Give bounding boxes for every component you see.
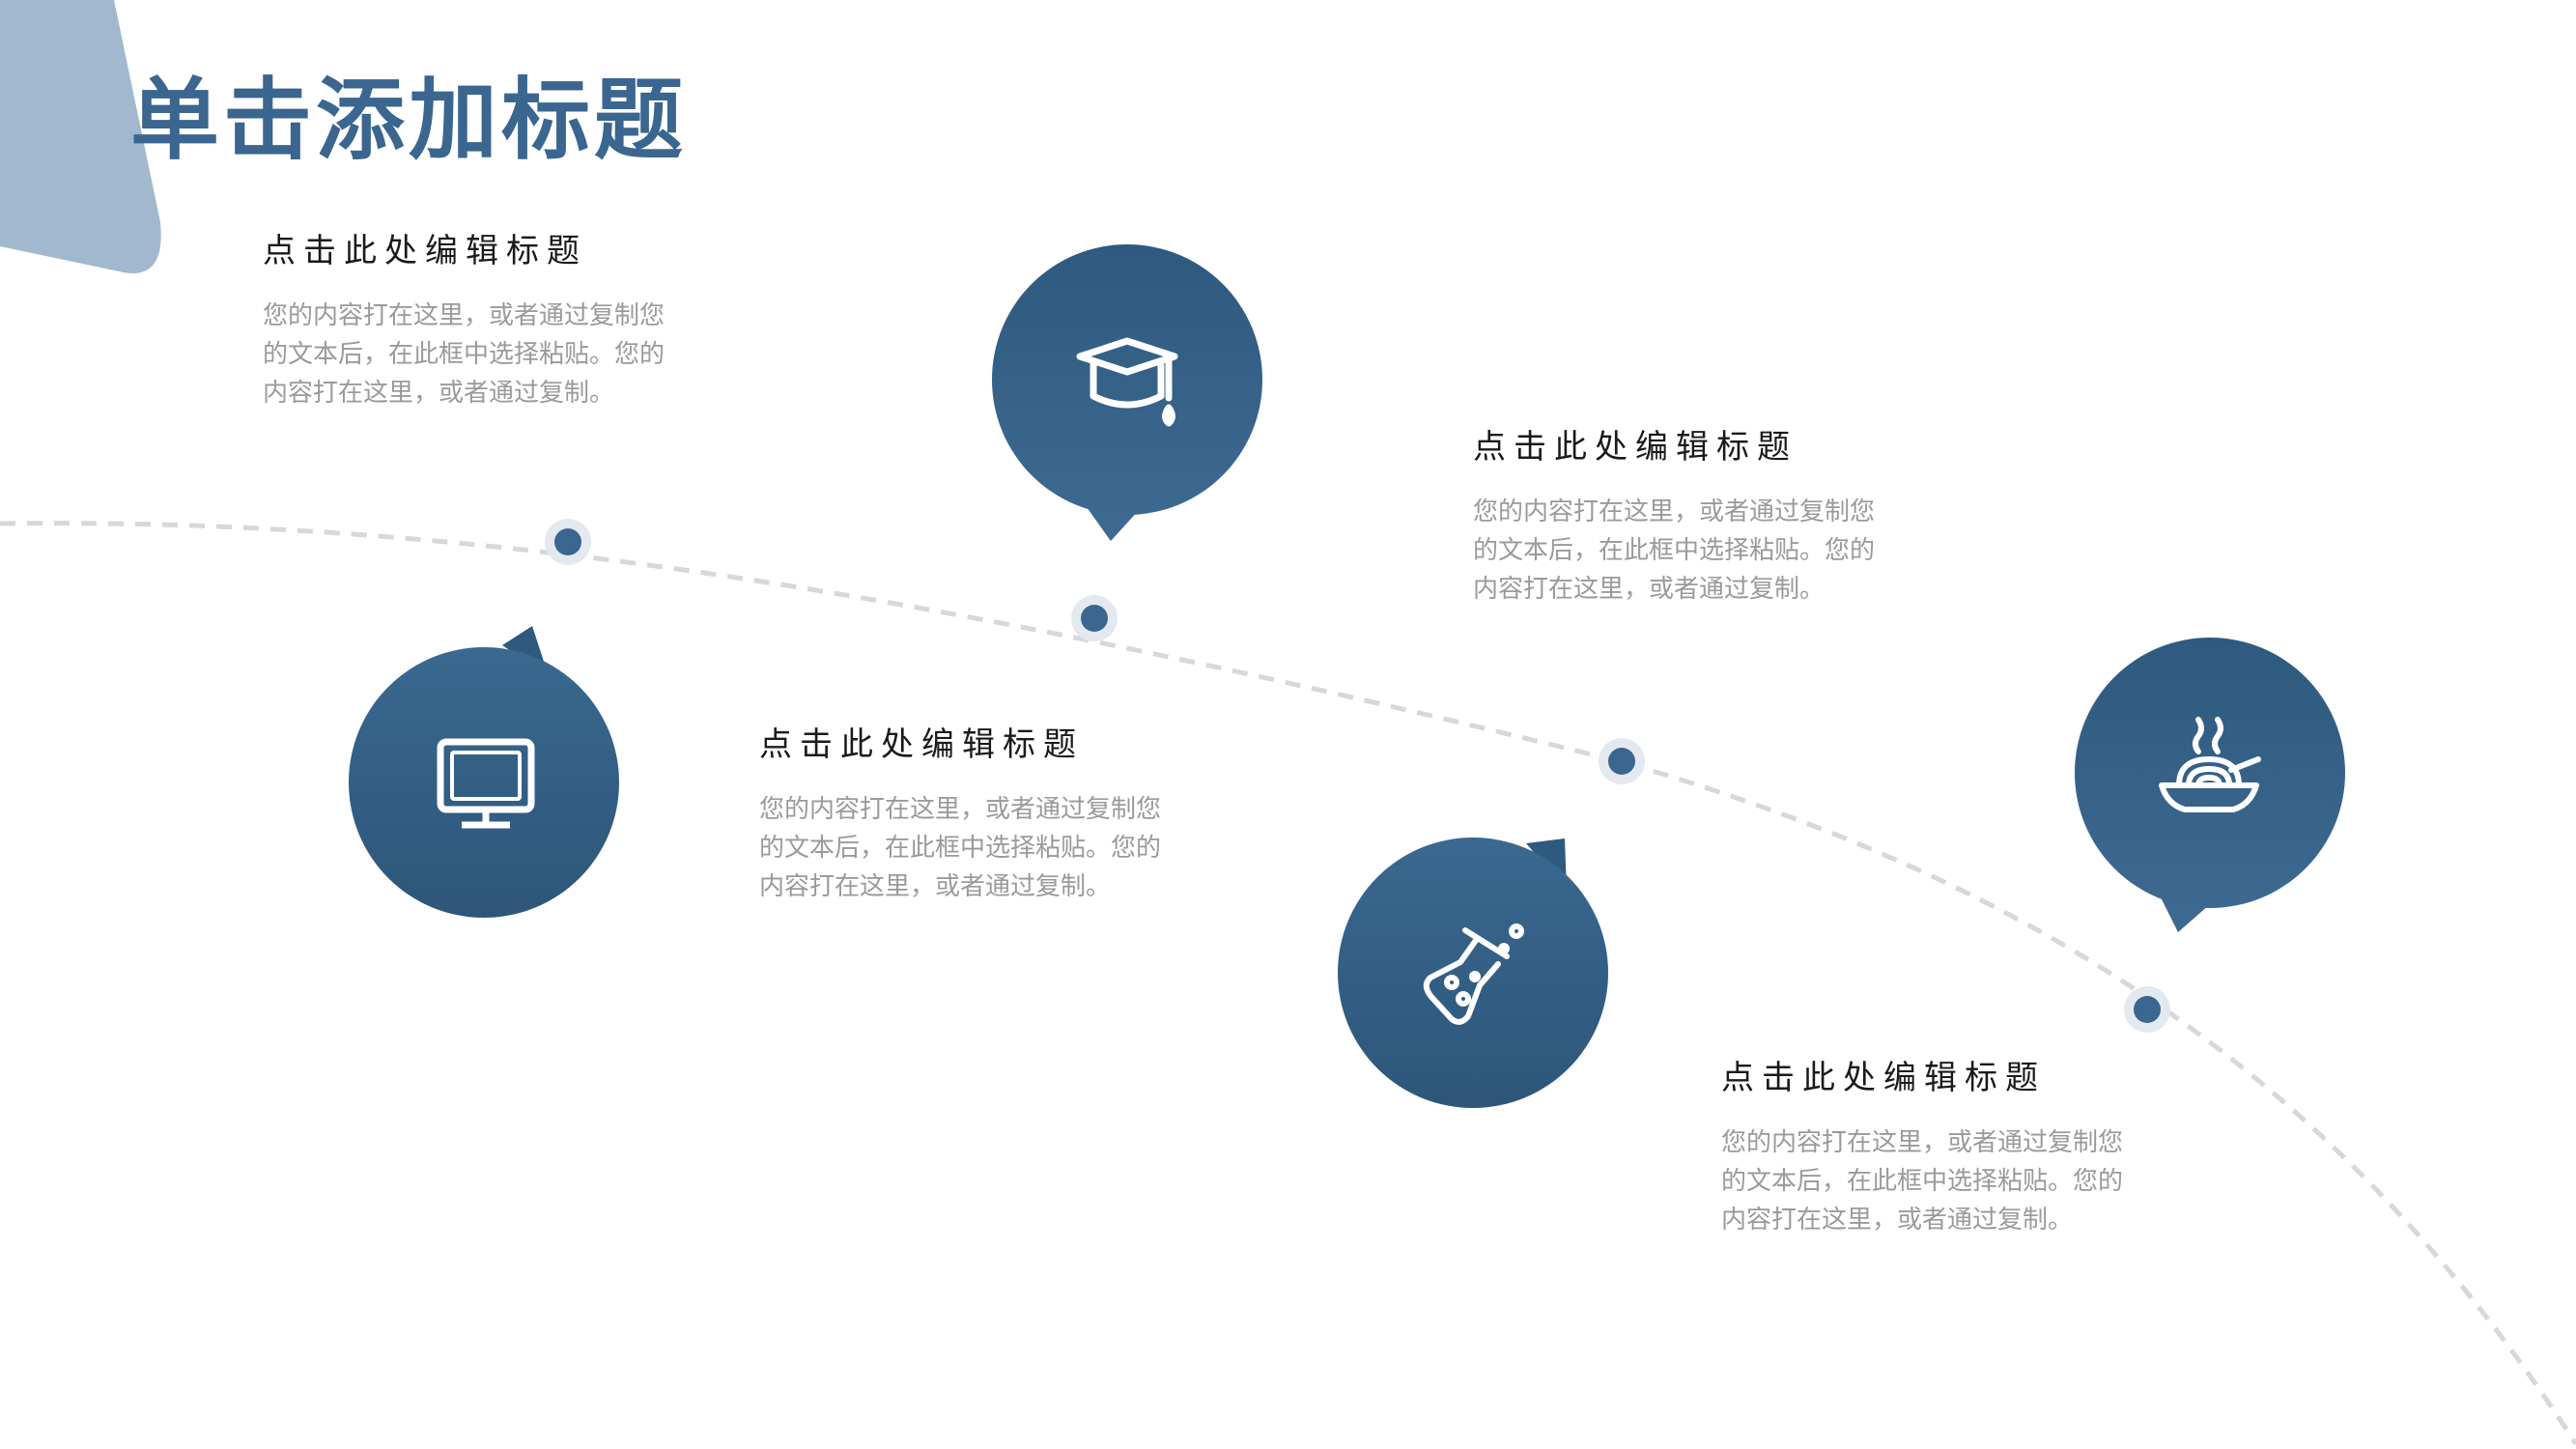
body-line: 的文本后，在此框中选择粘贴。您的 (263, 340, 665, 369)
body-line: 您的内容打在这里，或者通过复制您 (1721, 1128, 2124, 1157)
item-body[interactable]: 您的内容打在这里，或者通过复制您 的文本后，在此框中选择粘贴。您的 内容打在这里… (1721, 1123, 2166, 1239)
timeline-node-3 (1599, 738, 1645, 784)
bubble-graduation (992, 244, 1262, 541)
text-block-4: 点击此处编辑标题 您的内容打在这里，或者通过复制您 的文本后，在此框中选择粘贴。… (1721, 1051, 2166, 1239)
timeline-node-4 (2124, 986, 2170, 1033)
body-line: 的文本后，在此框中选择粘贴。您的 (1721, 1167, 2124, 1196)
bubble-noodle (2075, 638, 2345, 932)
text-block-2: 点击此处编辑标题 您的内容打在这里，或者通过复制您 的文本后，在此框中选择粘贴。… (1473, 420, 1917, 609)
body-line: 您的内容打在这里，或者通过复制您 (1473, 497, 1876, 526)
body-line: 的文本后，在此框中选择粘贴。您的 (1473, 536, 1876, 565)
item-title[interactable]: 点击此处编辑标题 (759, 725, 1084, 764)
body-line: 内容打在这里，或者通过复制。 (263, 379, 615, 408)
bubble-monitor (349, 626, 619, 918)
flask-icon (1423, 923, 1524, 1025)
text-block-3: 点击此处编辑标题 您的内容打在这里，或者通过复制您 的文本后，在此框中选择粘贴。… (759, 718, 1203, 906)
body-line: 内容打在这里，或者通过复制。 (759, 872, 1112, 901)
graduation-cap-icon (1076, 337, 1178, 427)
item-body[interactable]: 您的内容打在这里，或者通过复制您 的文本后，在此框中选择粘贴。您的 内容打在这里… (759, 790, 1203, 906)
item-title[interactable]: 点击此处编辑标题 (263, 232, 587, 270)
body-line: 内容打在这里，或者通过复制。 (1473, 575, 1826, 604)
noodle-bowl-icon (2159, 717, 2261, 812)
corner-decoration (0, 0, 161, 273)
bubble-flask (1338, 838, 1608, 1108)
text-block-1: 点击此处编辑标题 您的内容打在这里，或者通过复制您 的文本后，在此框中选择粘贴。… (263, 224, 707, 412)
item-title[interactable]: 点击此处编辑标题 (1721, 1059, 2046, 1097)
body-line: 您的内容打在这里，或者通过复制您 (759, 795, 1162, 824)
monitor-icon (437, 738, 535, 829)
slide-title[interactable]: 单击添加标题 (130, 69, 688, 172)
body-line: 您的内容打在这里，或者通过复制您 (263, 301, 665, 330)
timeline-node-2 (1071, 595, 1118, 641)
item-title[interactable]: 点击此处编辑标题 (1473, 428, 1798, 467)
body-line: 内容打在这里，或者通过复制。 (1721, 1206, 2074, 1235)
body-line: 的文本后，在此框中选择粘贴。您的 (759, 834, 1162, 863)
timeline-path (0, 521, 2576, 1446)
item-body[interactable]: 您的内容打在这里，或者通过复制您 的文本后，在此框中选择粘贴。您的 内容打在这里… (263, 297, 707, 412)
item-body[interactable]: 您的内容打在这里，或者通过复制您 的文本后，在此框中选择粘贴。您的 内容打在这里… (1473, 493, 1917, 609)
timeline-node-1 (545, 519, 591, 565)
